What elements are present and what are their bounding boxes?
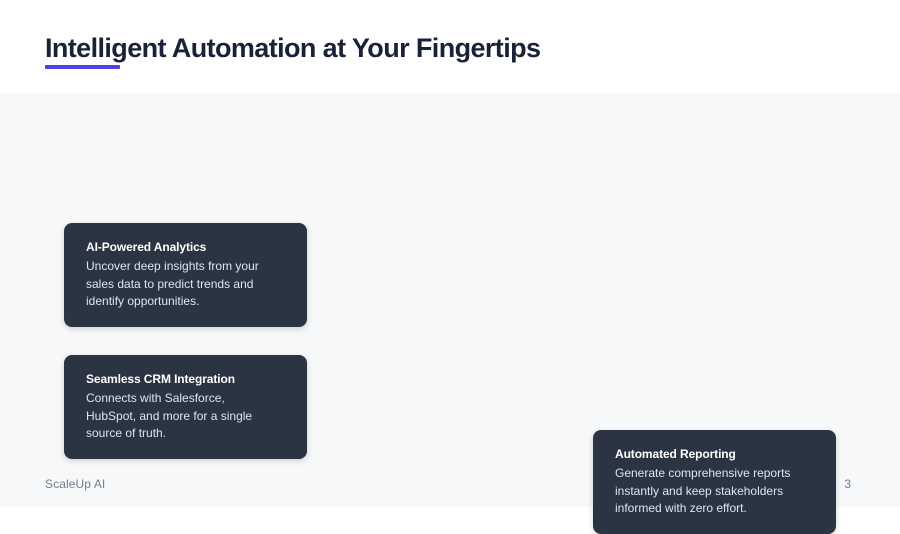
card-title: AI-Powered Analytics — [86, 240, 207, 254]
brand-label: ScaleUp AI — [45, 477, 106, 491]
title-underline-accent — [45, 65, 120, 69]
card-title: Seamless CRM Integration — [86, 372, 235, 386]
card-body-text: Connects with Salesforce, HubSpot, and m… — [86, 391, 253, 440]
slide-footer: ScaleUp AI 3 — [0, 474, 900, 494]
card-title: Automated Reporting — [615, 447, 736, 461]
slide-title: Intelligent Automation at Your Fingertip… — [45, 33, 541, 63]
slide-header: Intelligent Automation at Your Fingertip… — [0, 0, 900, 93]
slide-content-area: AI-Powered Analytics Uncover deep insigh… — [0, 93, 900, 534]
page-number: 3 — [844, 477, 851, 491]
card-body-text: Uncover deep insights from your sales da… — [86, 259, 259, 308]
feature-card-ai-powered-analytics: AI-Powered Analytics Uncover deep insigh… — [64, 223, 307, 327]
feature-card-seamless-crm-integration: Seamless CRM Integration Connects with S… — [64, 355, 307, 459]
